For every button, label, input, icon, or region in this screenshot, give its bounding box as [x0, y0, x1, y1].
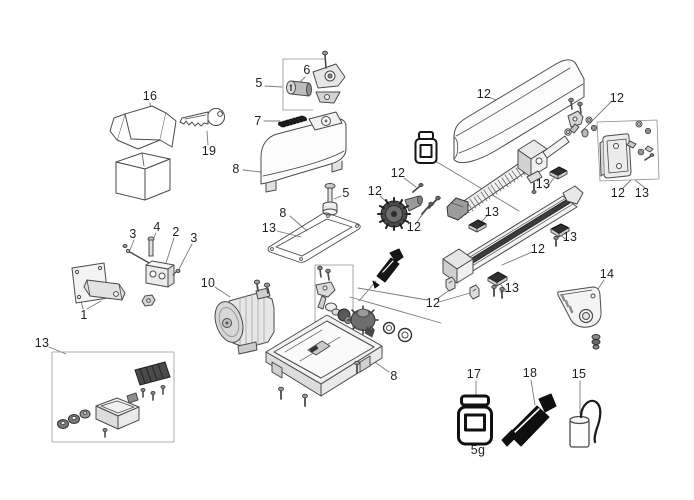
gear-train-group: [316, 266, 412, 341]
top-cover-12: [454, 60, 584, 163]
drive-screw-assembly: [447, 124, 579, 220]
slider-pads-13: [469, 167, 569, 298]
clevis-group-2-3-4: [123, 237, 180, 306]
release-pin-5: [323, 184, 337, 216]
small-screw-12: [413, 184, 423, 193]
mounting-posts-12: [446, 277, 479, 299]
guide-rail-12: [443, 186, 583, 283]
grease-jar-17: [459, 396, 492, 444]
grease-tube-icon: [373, 249, 403, 288]
rear-bracket-14: [558, 287, 601, 349]
worm-gear-12: [378, 196, 423, 230]
backplate-group-12-13: [600, 121, 654, 178]
junction-box-inset-13: [58, 362, 171, 437]
lock-cylinder-6: [287, 81, 312, 96]
screw-pair-12: [422, 196, 440, 214]
packaging-box-16: [110, 106, 176, 200]
jar-label-area: [466, 415, 485, 430]
housing-cover-8: [261, 112, 346, 192]
small-grease-jar-icon: [416, 132, 437, 163]
capacitor-15: [570, 401, 600, 447]
assembly-outline-boxes: [52, 59, 659, 442]
motor-10: [210, 280, 274, 354]
gasket: [268, 213, 360, 262]
sealant-tube-18: [502, 394, 556, 446]
wall-bracket-1: [72, 263, 125, 303]
spring-7: [277, 115, 307, 128]
release-key-19: [180, 109, 225, 127]
base-tray-8: [266, 315, 382, 406]
rear-attachment-kit-12: [568, 98, 597, 137]
lock-assembly-5-6: [287, 51, 346, 103]
